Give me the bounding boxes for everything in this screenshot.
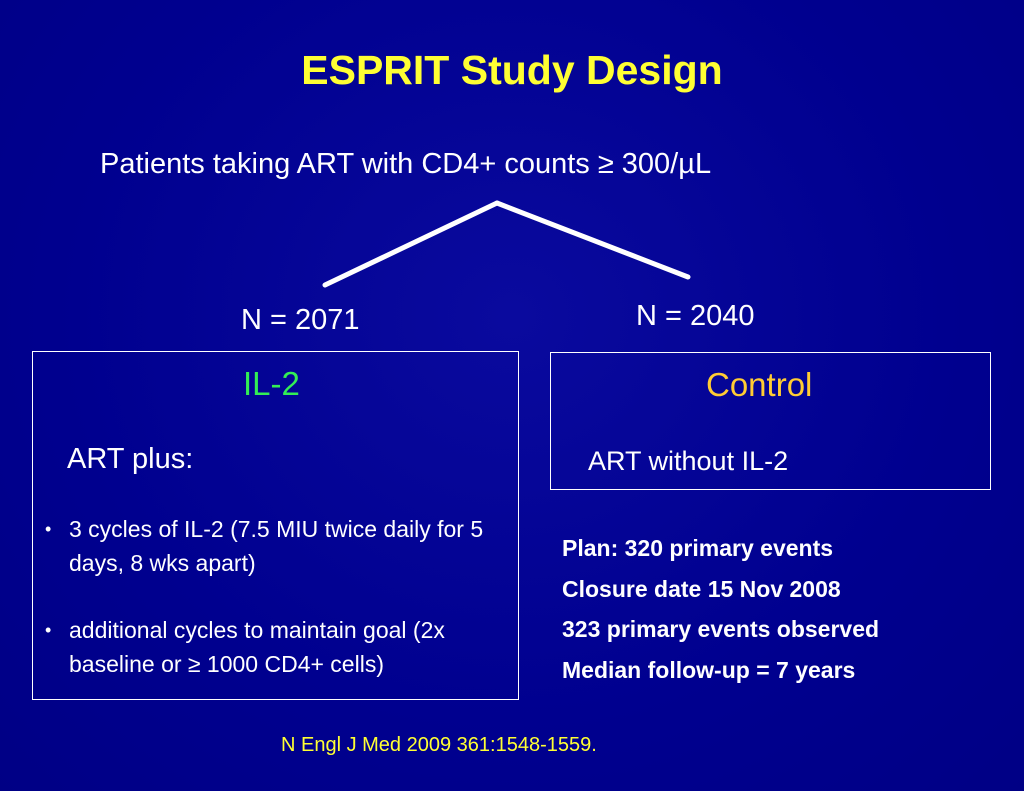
branch-line-right xyxy=(494,200,691,280)
fact-plan: Plan: 320 primary events xyxy=(562,535,834,561)
control-arm-box: Control ART without IL-2 xyxy=(550,352,991,490)
fact-events-observed: 323 primary events observed xyxy=(562,616,880,642)
control-arm-count: N = 2040 xyxy=(636,300,755,332)
il2-arm-bullets: • 3 cycles of IL-2 (7.5 MIU twice daily … xyxy=(43,512,513,714)
bullet-dot-icon: • xyxy=(45,519,52,539)
fact-median-follow-up: Median follow-up = 7 years xyxy=(562,656,856,683)
bullet-item: • additional cycles to maintain goal (2x… xyxy=(43,613,513,681)
branch-line-left xyxy=(322,200,500,288)
control-arm-regimen: ART without IL-2 xyxy=(588,446,789,476)
slide-title: ESPRIT Study Design xyxy=(301,47,723,93)
population-label: Patients taking ART with CD4+ counts ≥ 3… xyxy=(100,148,712,180)
citation: N Engl J Med 2009 361:1548-1559. xyxy=(281,734,597,756)
fact-closure-date: Closure date 15 Nov 2008 xyxy=(562,575,841,602)
bullet-text: additional cycles to maintain goal (2x b… xyxy=(69,617,445,677)
study-facts: Plan: 320 primary events Closure date 15… xyxy=(562,528,879,690)
bullet-item: • 3 cycles of IL-2 (7.5 MIU twice daily … xyxy=(43,512,513,580)
il2-arm-regimen: ART plus: xyxy=(67,443,194,475)
control-arm-title: Control xyxy=(706,366,813,403)
bullet-text: 3 cycles of IL-2 (7.5 MIU twice daily fo… xyxy=(69,516,484,576)
il2-arm-count: N = 2071 xyxy=(241,304,360,336)
il2-arm-box: IL-2 ART plus: • 3 cycles of IL-2 (7.5 M… xyxy=(32,351,519,700)
il2-arm-title: IL-2 xyxy=(243,365,300,402)
bullet-dot-icon: • xyxy=(45,620,52,640)
